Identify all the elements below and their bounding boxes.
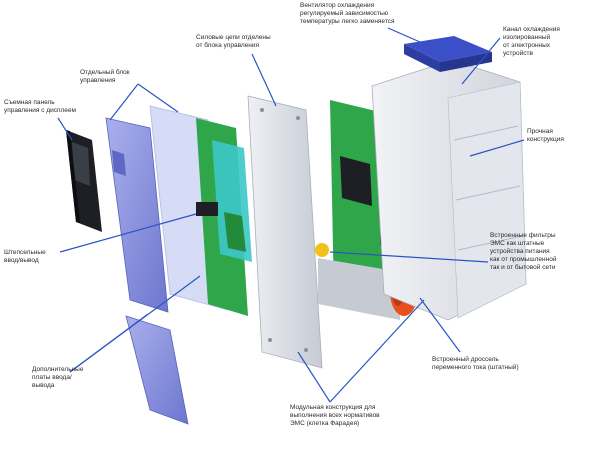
label-display-panel: Съемная панель управления с дисплеем (4, 99, 76, 114)
main-frame (371, 59, 527, 321)
label-cooling-channel: Канал охлаждения изолированный от электр… (503, 26, 560, 57)
leader-display-panel (57, 117, 73, 141)
leader-frame (469, 139, 525, 157)
leader-modular-emc-b (329, 299, 425, 403)
label-control-unit: Отдельный блок управления (80, 69, 130, 84)
label-frame: Прочная конструкция (527, 128, 564, 143)
leader-lines (57, 27, 525, 403)
cooling-fan (404, 36, 492, 72)
leader-cooling-channel (461, 37, 501, 85)
leader-dc-choke (419, 297, 461, 353)
leader-emc-filters (329, 251, 489, 263)
control-pcb (196, 118, 252, 316)
leader-io-terminals (59, 213, 197, 253)
leader-control-unit-b (137, 83, 179, 113)
label-dc-choke: Встроенный дроссель переменного тока (шт… (432, 356, 519, 371)
leader-io-boards-b (69, 313, 149, 373)
label-emc-filters: Встроенные фильтры ЭМС как штатные устро… (490, 232, 557, 271)
label-io-boards: Дополнительные платы ввода/ вывода (32, 366, 84, 389)
label-power-circuits: Силовые цепи отделены от блока управлени… (196, 34, 271, 49)
label-io-terminals: Штепсельные ввод/вывод (4, 249, 46, 264)
display-keypad (66, 130, 102, 232)
leader-fan (387, 27, 421, 43)
leader-control-unit-a (109, 83, 139, 121)
front-cover (105, 117, 189, 425)
label-modular-emc: Модульная конструкция для выполнения все… (290, 404, 380, 427)
leader-power-circuits (251, 53, 277, 107)
separation-plate (247, 95, 323, 369)
label-fan: Вентилятор охлаждения регулируемый завис… (300, 2, 395, 25)
leader-modular-emc-a (297, 351, 331, 403)
